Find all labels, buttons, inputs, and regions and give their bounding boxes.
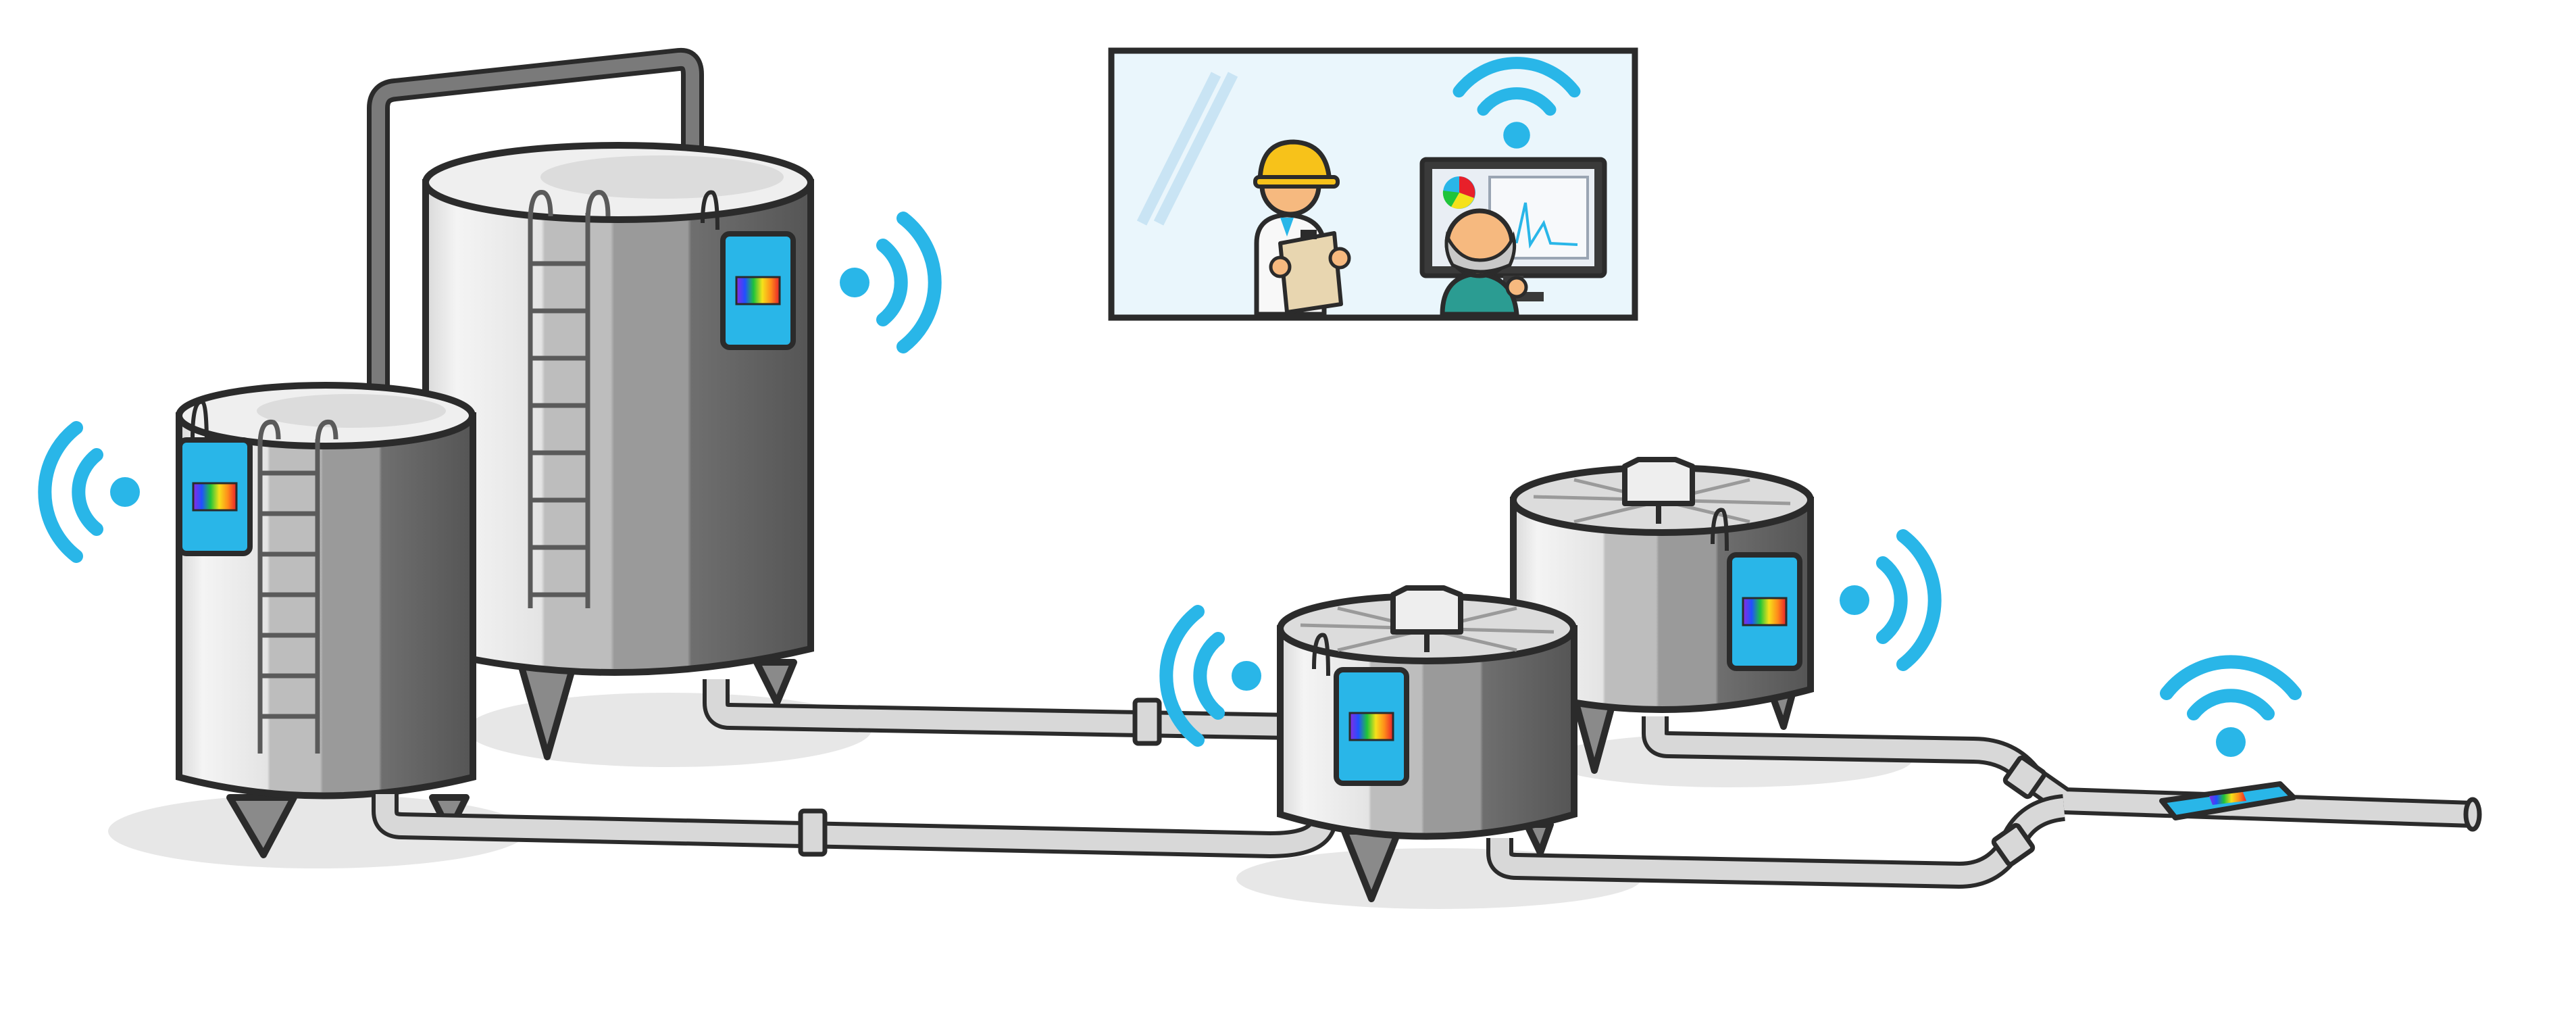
- spectral-sensor: [1336, 670, 1407, 783]
- wifi-icon: [45, 428, 140, 556]
- spectral-sensor: [723, 234, 793, 347]
- process-piping: [372, 679, 2482, 889]
- engineer-with-clipboard: [1253, 139, 1351, 317]
- tank-ladder: [257, 419, 338, 754]
- pie-chart-icon: [1442, 176, 1475, 209]
- operator-at-monitor: [1440, 208, 1528, 317]
- control-room-window: [1108, 47, 1638, 321]
- wifi-icon: [2167, 662, 2295, 757]
- spectral-sensor: [1729, 555, 1800, 668]
- spectral-sensor: [180, 440, 250, 553]
- wifi-icon: [1840, 536, 1935, 664]
- inline-flow-sensor: [2159, 781, 2296, 820]
- tank-ladder: [528, 190, 611, 608]
- wifi-icon: [840, 218, 935, 347]
